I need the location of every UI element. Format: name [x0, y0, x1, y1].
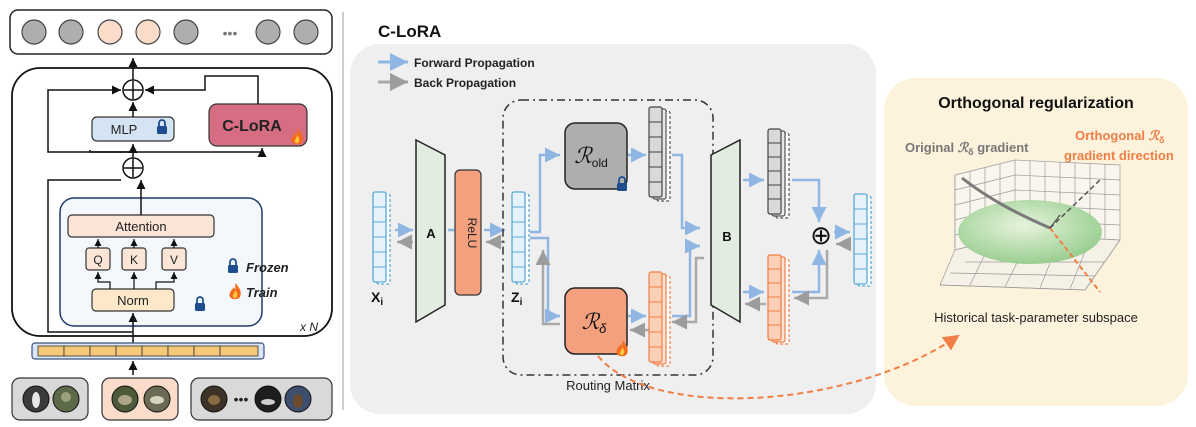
orthogonal-gradient-label: Orthogonal ℛδ	[1075, 128, 1165, 145]
r-old-label: ℛold	[574, 143, 608, 170]
r-old-box	[564, 122, 628, 190]
frozen-legend: Frozen	[246, 260, 289, 275]
r-delta-output-stack	[648, 271, 671, 367]
mlp-label: MLP	[111, 122, 138, 137]
token-ellipsis: •••	[223, 25, 238, 41]
r-delta-box	[564, 287, 628, 355]
output-token	[135, 19, 161, 45]
relu-label: ReLU	[465, 218, 479, 249]
output-token-bar	[9, 9, 333, 55]
original-gradient-vector	[961, 176, 1051, 230]
k-label: K	[130, 253, 138, 267]
xi-label: Xi	[371, 289, 383, 308]
r-old-output-stack	[648, 106, 671, 202]
attention-label: Attention	[115, 219, 166, 234]
b-label: B	[722, 229, 731, 244]
output-tokens: •••	[21, 19, 319, 45]
r-delta-label: ℛδ	[582, 309, 608, 336]
feature-zi	[511, 191, 530, 285]
left-transformer-block: ••• x N MLP C-LoRA Attention	[9, 9, 333, 421]
b-projection	[710, 138, 741, 324]
panel-title: C-LoRA	[378, 22, 441, 41]
b-delta-output-stack	[767, 254, 790, 345]
original-gradient-label: Original ℛδ gradient	[905, 140, 1029, 157]
orthogonal-gradient-label-2: gradient direction	[1064, 148, 1174, 163]
legend-backward: Back Propagation	[414, 76, 516, 90]
clora-panel: C-LoRA Forward Propagation Back Propagat…	[350, 22, 876, 414]
b-old-output-stack	[767, 128, 790, 219]
norm-label: Norm	[117, 293, 149, 308]
repeat-label: x N	[299, 320, 318, 334]
orthogonal-panel: Orthogonal regularization Original ℛδ gr…	[884, 78, 1188, 406]
output-token	[293, 19, 319, 45]
output-token	[97, 19, 123, 45]
output-feature-stack	[853, 193, 872, 287]
a-label: A	[426, 226, 436, 241]
image-ellipsis: •••	[234, 391, 249, 407]
clora-label: C-LoRA	[222, 118, 282, 135]
subspace-label: Historical task-parameter subspace	[934, 310, 1138, 325]
panel-background	[350, 44, 876, 414]
sum-operator: ⊕	[810, 220, 832, 250]
train-legend: Train	[246, 285, 278, 300]
relu-box	[454, 169, 482, 296]
input-feature-xi	[372, 191, 391, 285]
q-label: Q	[93, 253, 102, 267]
zi-label: Zi	[511, 289, 523, 308]
embedding-cells	[37, 345, 259, 357]
historical-subspace-ellipse	[958, 200, 1102, 264]
output-token	[21, 19, 47, 45]
routing-label: Routing Matrix	[566, 378, 650, 393]
legend-forward: Forward Propagation	[414, 56, 535, 70]
ortho-title: Orthogonal regularization	[938, 95, 1134, 112]
projection-line	[1049, 179, 1101, 229]
a-projection	[415, 138, 446, 324]
norm-box	[91, 288, 175, 312]
orthogonal-gradient-vector	[1049, 227, 1101, 293]
v-label: V	[170, 253, 178, 267]
output-token	[255, 19, 281, 45]
output-token	[58, 19, 84, 45]
output-token	[173, 19, 199, 45]
